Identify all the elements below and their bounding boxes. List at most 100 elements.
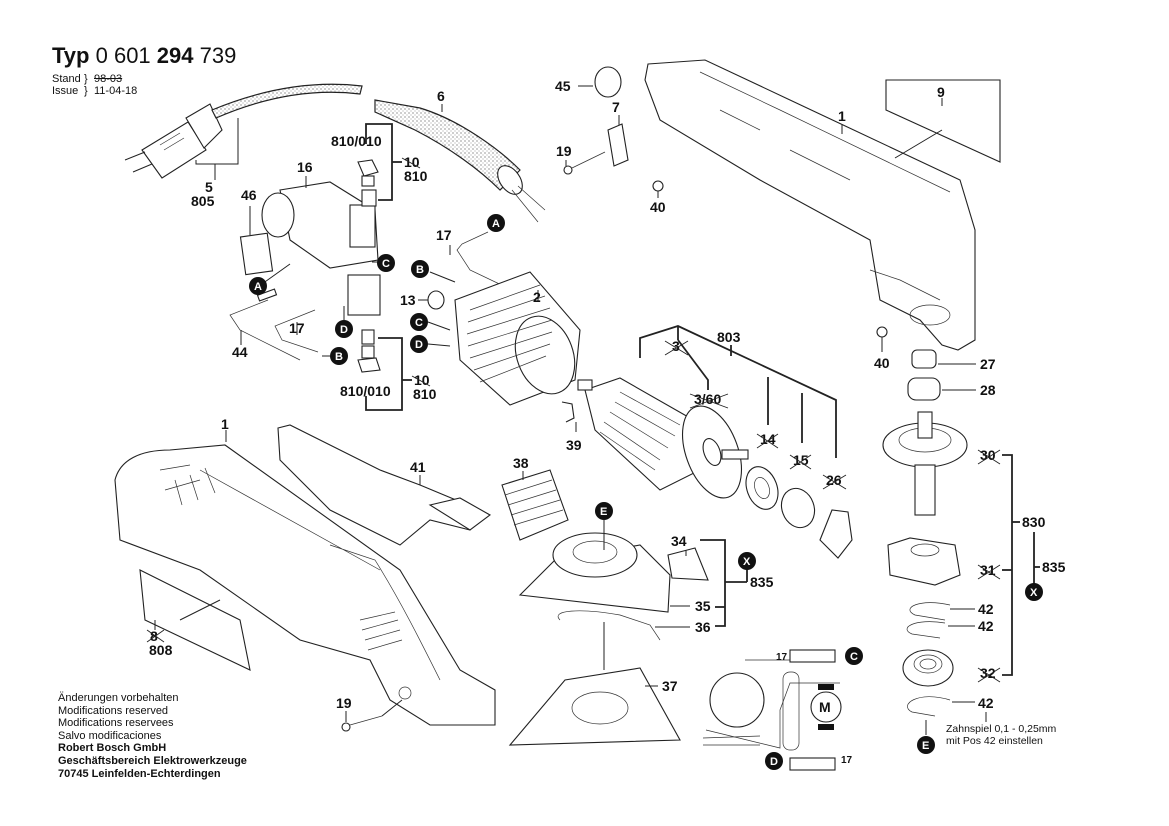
- shim-42-a: [909, 602, 951, 621]
- footer-address: 70745 Leinfelden-Echterdingen: [58, 767, 221, 780]
- svg-text:D: D: [415, 339, 423, 351]
- stand-label: Stand: [52, 73, 81, 85]
- part-label-3: 3: [672, 338, 680, 354]
- ring-15: [780, 487, 816, 529]
- part-label-31: 31: [980, 562, 996, 578]
- part-label-17-schematic-bottom: 17: [841, 755, 853, 766]
- svg-text:D: D: [340, 324, 348, 336]
- part-label-5: 5: [205, 179, 213, 195]
- part-label-1-bottom: 1: [221, 416, 229, 432]
- part-label-810-010-lower: 810/010: [340, 383, 391, 399]
- eccentric-31: [887, 537, 961, 586]
- part-label-32: 32: [980, 665, 996, 681]
- part-label-810-010-upper: 810/010: [331, 133, 382, 149]
- part-label-19-bottom: 19: [336, 695, 352, 711]
- bellows-38: [501, 469, 569, 541]
- power-plug: [124, 103, 223, 179]
- part-label-810-lower: 810: [413, 386, 437, 402]
- power-cord: [211, 83, 363, 119]
- part-label-16: 16: [297, 159, 313, 175]
- part-label-13: 13: [400, 292, 416, 308]
- housing-shell-left: [114, 444, 496, 726]
- wire-17-right: [456, 231, 513, 291]
- pinion-26: [819, 509, 853, 559]
- screw-19-bottom: [341, 699, 403, 732]
- connector-badge-x-right: X: [1025, 583, 1043, 601]
- note-line-2: mit Pos 42 einstellen: [946, 735, 1043, 747]
- type-number-part2: 294: [156, 43, 194, 68]
- type-prefix: Typ: [52, 43, 90, 68]
- connector-badge-e-top: E: [595, 502, 613, 520]
- svg-text:B: B: [416, 264, 424, 276]
- footer-line-en: Modifications reserved: [58, 704, 169, 717]
- clip-36: [557, 610, 661, 641]
- bushing-27: [911, 349, 937, 369]
- bearing-28: [907, 377, 941, 401]
- footer-division: Geschäftsbereich Elektrowerkzeuge: [58, 754, 247, 767]
- connector-badge-e-bottom: E: [917, 736, 935, 754]
- footer-line-fr: Modifications reservees: [58, 717, 174, 730]
- svg-text:C: C: [415, 317, 423, 329]
- part-label-17-right: 17: [436, 227, 452, 243]
- knob-45: [594, 66, 622, 98]
- issue-value: 11-04-18: [94, 85, 138, 97]
- shim-42-b: [906, 621, 946, 639]
- connector-badge-d-left: D: [335, 306, 353, 338]
- svg-text:X: X: [1030, 587, 1038, 599]
- stand-value: 98-03: [94, 73, 123, 85]
- bushing-13: [427, 290, 445, 310]
- connector-badge-a-right: A: [487, 214, 505, 232]
- part-label-42-c: 42: [978, 695, 994, 711]
- part-label-46: 46: [241, 187, 257, 203]
- connector-badge-d-schematic: D: [765, 752, 783, 770]
- part-label-27: 27: [980, 356, 996, 372]
- svg-text:E: E: [600, 506, 607, 518]
- bearing-32: [902, 649, 954, 687]
- svg-text:A: A: [254, 281, 262, 293]
- clip-39: [561, 401, 575, 423]
- nut-40-top: [652, 180, 664, 192]
- part-label-28: 28: [980, 382, 996, 398]
- document-title: Typ 0 601 294 739: [52, 44, 236, 68]
- part-label-36: 36: [695, 619, 711, 635]
- armature: [577, 377, 749, 499]
- part-label-42-a: 42: [978, 601, 994, 617]
- type-number-part3: 739: [199, 43, 237, 68]
- part-label-6: 6: [437, 88, 445, 104]
- issue-label: Issue: [52, 85, 79, 97]
- wire-44: [229, 299, 301, 361]
- part-label-835-right: 835: [1042, 559, 1066, 575]
- part-label-1-top: 1: [838, 108, 846, 124]
- issue-block: Stand}98-03 Issue}11-04-18: [52, 73, 138, 97]
- nut-40-bottom: [876, 326, 888, 338]
- note-line-1: Zahnspiel 0,1 - 0,25mm: [946, 723, 1057, 735]
- footer-line-de: Änderungen vorbehalten: [58, 692, 179, 704]
- svg-text:E: E: [922, 740, 929, 752]
- part-label-35: 35: [695, 598, 711, 614]
- base-plate-35: [518, 532, 671, 613]
- wiring-schematic: [702, 649, 842, 771]
- housing-shell-right: [644, 59, 976, 351]
- part-label-7: 7: [612, 99, 620, 115]
- connector-badge-b-right: B: [411, 260, 456, 283]
- bevel-gear-30: [882, 411, 968, 516]
- part-label-805: 805: [191, 193, 215, 209]
- part-label-17-left: 17: [289, 320, 305, 336]
- part-label-42-b: 42: [978, 618, 994, 634]
- screw-19-top: [563, 151, 606, 175]
- part-label-19-top: 19: [556, 143, 572, 159]
- frame-part: [239, 232, 274, 276]
- svg-text:X: X: [743, 556, 751, 568]
- shim-42-c: [907, 696, 951, 717]
- clamp-7: [607, 123, 629, 167]
- field-stator: [454, 271, 581, 406]
- cable-guard: [374, 99, 546, 223]
- svg-text:B: B: [335, 351, 343, 363]
- motor-symbol: M: [819, 699, 831, 715]
- part-label-40-bottom: 40: [874, 355, 890, 371]
- part-label-808: 808: [149, 642, 173, 658]
- footer-line-es: Salvo modificaciones: [58, 729, 162, 742]
- connector-badge-x-left: X: [738, 552, 756, 570]
- part-label-38: 38: [513, 455, 529, 471]
